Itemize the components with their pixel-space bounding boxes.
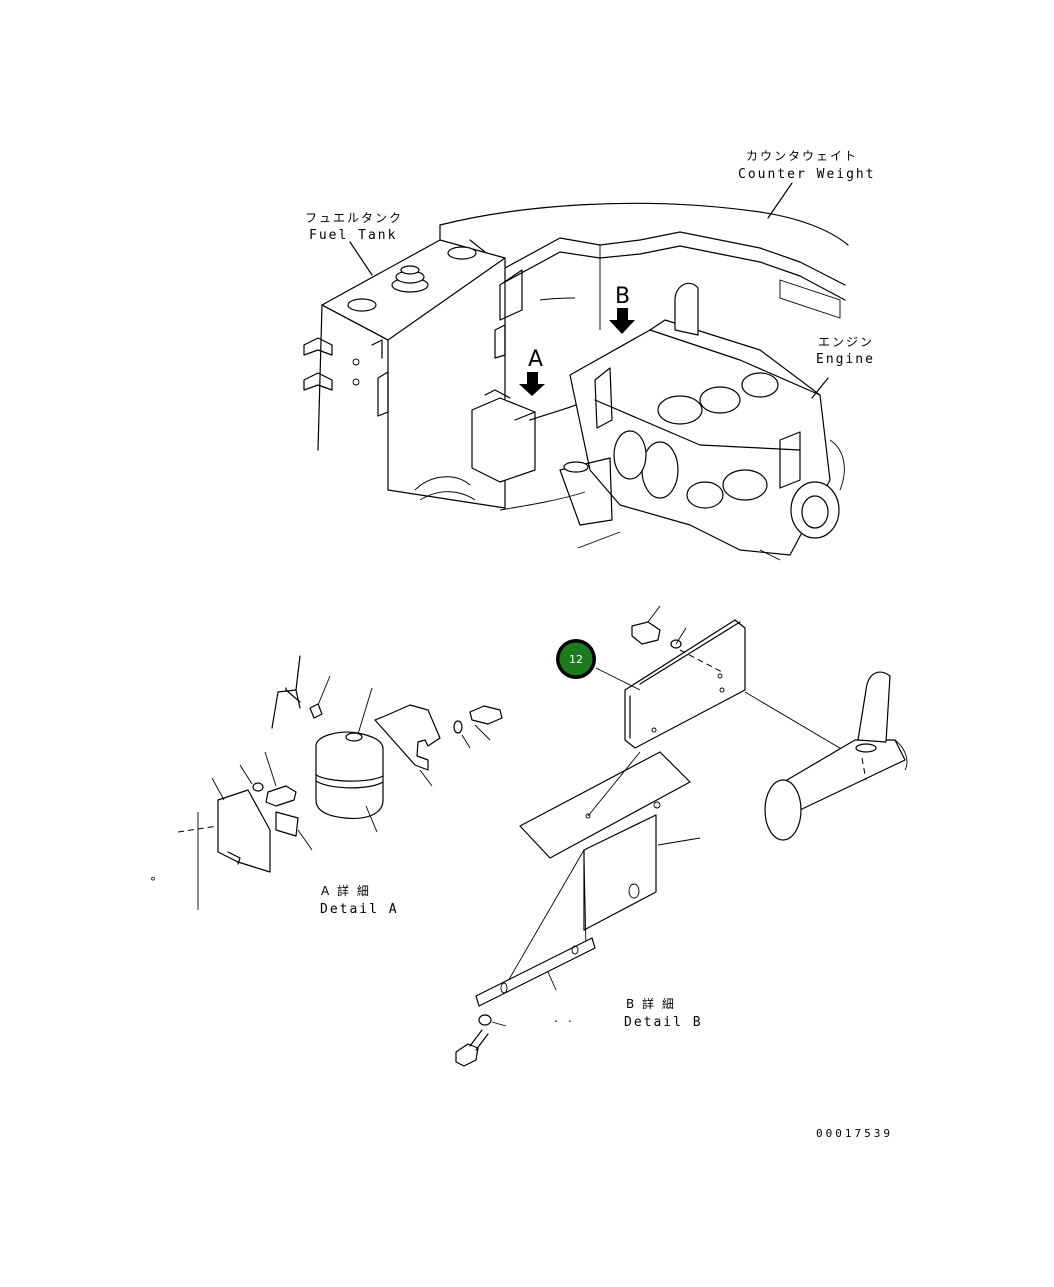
arrow-b-icon: [609, 308, 635, 334]
detail-a-drawing: °: [150, 655, 503, 910]
callout-12-fill: [559, 642, 593, 676]
engine-label-jp: エンジン: [818, 335, 874, 349]
counter-weight-label: Counter Weight: [738, 167, 876, 182]
callout-12-badge[interactable]: 12: [556, 639, 596, 679]
svg-text:.: .: [568, 1011, 574, 1025]
svg-text:°: °: [150, 875, 158, 889]
arrow-a-icon: [519, 372, 545, 396]
view-a-marker: A: [528, 347, 543, 372]
fuel-tank-label: Fuel Tank: [309, 228, 397, 243]
detail-b-label: Detail B: [624, 1015, 703, 1030]
detail-a-label: Detail A: [320, 902, 399, 917]
fuel-tank-label-jp: フュエルタンク: [305, 211, 403, 225]
view-b-marker: B: [615, 284, 630, 309]
counter-weight-label-jp: カウンタウェイト: [746, 149, 858, 163]
detail-a-label-jp: A 詳 細: [321, 883, 371, 898]
main-assembly-drawing: [303, 182, 849, 561]
callout-12-number: 12: [569, 653, 583, 666]
engine-label: Engine: [816, 352, 875, 367]
drawing-number: 00017539: [816, 1127, 893, 1140]
detail-b-label-jp: B 詳 細: [626, 996, 676, 1011]
detail-b-drawing: . .: [455, 605, 908, 1067]
svg-text:.: .: [554, 1011, 560, 1025]
